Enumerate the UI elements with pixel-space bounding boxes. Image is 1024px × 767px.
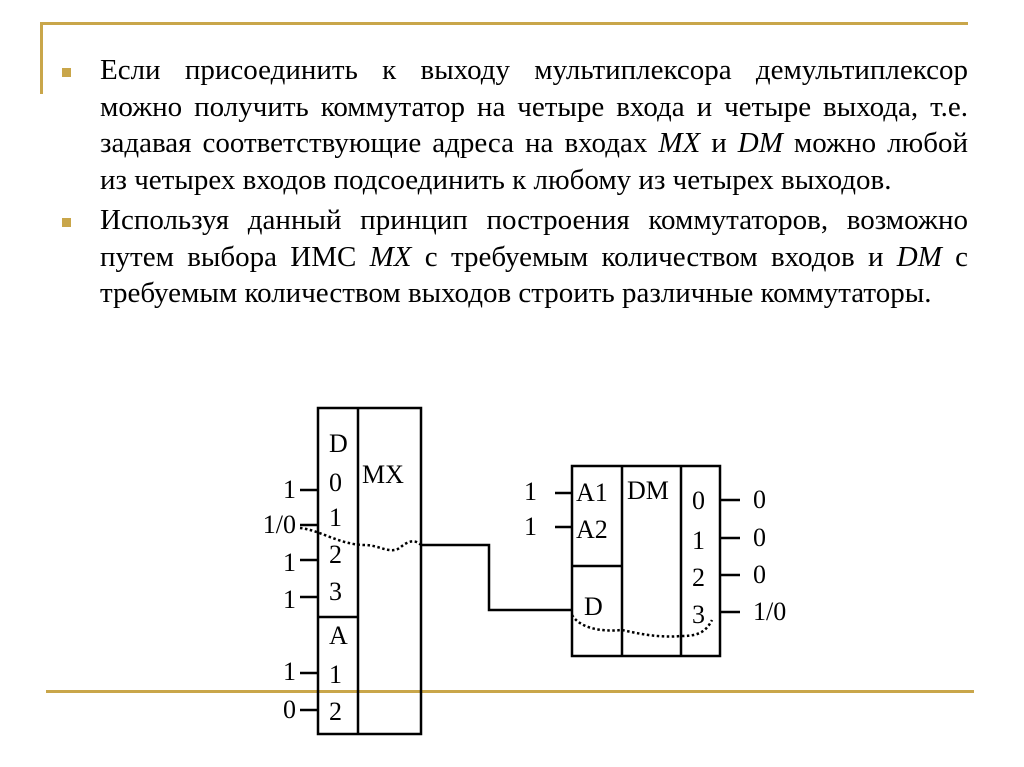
bullet-item-2: Используя данный принцип построения комм… [62, 202, 968, 312]
dm-addr-pin-label: A1 [576, 478, 608, 507]
dm-title: DM [627, 476, 669, 505]
dm-out-pin-label: 3 [692, 600, 705, 629]
left-rule [40, 22, 43, 94]
mx-addr-label: A [329, 621, 348, 650]
mx-addr-pin-label: 1 [329, 660, 342, 689]
mx-addr-input-value: 1 [283, 657, 296, 686]
mx-addr-input-value: 0 [283, 695, 296, 724]
dm-out-pin-label: 2 [692, 563, 705, 592]
mx-title: MX [362, 460, 404, 489]
dm-output-value: 1/0 [753, 597, 786, 626]
bottom-rule [46, 690, 974, 693]
text-run-italic: DM [896, 240, 942, 273]
text-run: и [700, 127, 738, 159]
dm-output-value: 0 [753, 523, 766, 552]
mx-pin-label: 3 [329, 577, 342, 606]
mx-block [316, 406, 423, 736]
text-run: Используя данный принцип построения комм… [100, 204, 968, 273]
bullet-text-2: Используя данный принцип построения комм… [100, 202, 968, 312]
dm-block [570, 464, 722, 658]
mx-signal-path [299, 526, 422, 552]
text-run: с требуемым количеством входов и [411, 240, 897, 273]
mx-input-value: 1 [283, 548, 296, 577]
mx-pin-label: 2 [329, 540, 342, 569]
mx-input-value: 1 [283, 475, 296, 504]
bullet-list: Если присоединить к выходу мультиплексор… [62, 52, 968, 316]
dm-data-label: D [584, 592, 603, 621]
mx-addr-pin-label: 2 [329, 697, 342, 726]
dm-input-value: 1 [524, 512, 537, 541]
mx-input-value: 1 [283, 585, 296, 614]
mx-input-value: 1/0 [263, 510, 296, 539]
bullet-marker [62, 218, 71, 227]
bullet-marker [62, 68, 71, 77]
text-run-italic: MX [658, 127, 701, 159]
dm-out-pin-label: 1 [692, 526, 705, 555]
text-run: с требуемым количеством выходов строить … [100, 240, 969, 310]
dm-output-value: 0 [753, 560, 766, 589]
mx-dm-wire [421, 543, 572, 612]
mx-pin-label: 1 [329, 503, 342, 532]
bullet-item-1: Если присоединить к выходу мультиплексор… [62, 52, 968, 198]
text-run: Если присоединить к выходу мультиплексор… [100, 54, 968, 159]
text-run-italic: MX [369, 240, 412, 273]
dm-addr-pin-label: A2 [576, 515, 608, 544]
text-run-italic: DM [737, 127, 783, 159]
dm-output-value: 0 [753, 485, 766, 514]
mx-pin-label: 0 [329, 468, 342, 497]
mx-data-label: D [329, 429, 348, 458]
dm-input-value: 1 [524, 477, 537, 506]
text-run: можно любой из четырех входов подсоедини… [100, 127, 968, 196]
top-rule [40, 22, 968, 25]
bullet-text-1: Если присоединить к выходу мультиплексор… [100, 52, 968, 198]
dm-out-pin-label: 0 [692, 486, 705, 515]
